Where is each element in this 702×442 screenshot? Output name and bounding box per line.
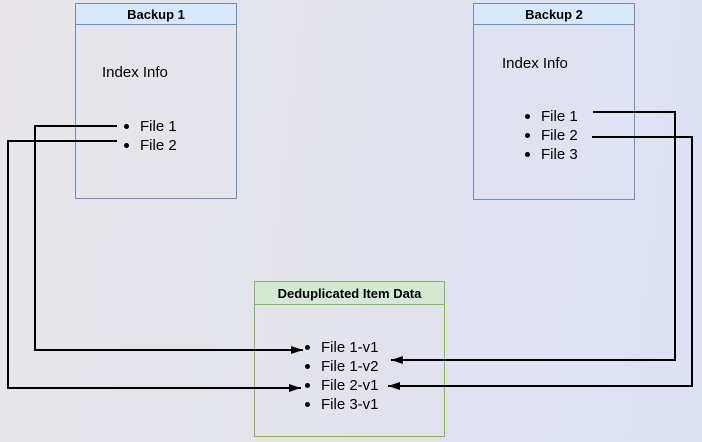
file-label: File 2 [541,127,578,144]
dedup-title: Deduplicated Item Data [255,282,444,305]
file-label: File 1 [541,108,578,125]
list-item: File 2-v1 [305,376,379,395]
file-label: File 2 [140,137,177,154]
bullet-icon [124,124,129,129]
item-label: File 1-v1 [321,339,379,356]
item-label: File 1-v2 [321,358,379,375]
list-item: File 1-v2 [305,357,379,376]
bullet-icon [525,133,530,138]
bullet-icon [124,143,129,148]
bullet-icon [305,364,310,369]
dedup-item-list: File 1-v1 File 1-v2 File 2-v1 File 3-v1 [305,338,379,414]
backup1-title: Backup 1 [76,4,236,25]
item-label: File 2-v1 [321,377,379,394]
backup1-file-list: File 1 File 2 [124,117,177,155]
bullet-icon [305,345,310,350]
file-label: File 3 [541,146,578,163]
bullet-icon [305,383,310,388]
backup1-box: Backup 1 Index Info File 1 File 2 [75,3,237,199]
backup2-file-list: File 1 File 2 File 3 [525,107,578,164]
bullet-icon [525,114,530,119]
backup2-title: Backup 2 [474,4,634,25]
dedup-box: Deduplicated Item Data File 1-v1 File 1-… [254,281,445,437]
backup2-box: Backup 2 Index Info File 1 File 2 File 3 [473,3,635,200]
bullet-icon [525,152,530,157]
backup1-index-info-label: Index Info [102,64,168,81]
list-item: File 1-v1 [305,338,379,357]
list-item: File 1 [525,107,578,126]
item-label: File 3-v1 [321,396,379,413]
list-item: File 3 [525,145,578,164]
list-item: File 2 [124,136,177,155]
list-item: File 1 [124,117,177,136]
backup2-index-info-label: Index Info [502,55,568,72]
bullet-icon [305,402,310,407]
list-item: File 2 [525,126,578,145]
file-label: File 1 [140,118,177,135]
list-item: File 3-v1 [305,395,379,414]
